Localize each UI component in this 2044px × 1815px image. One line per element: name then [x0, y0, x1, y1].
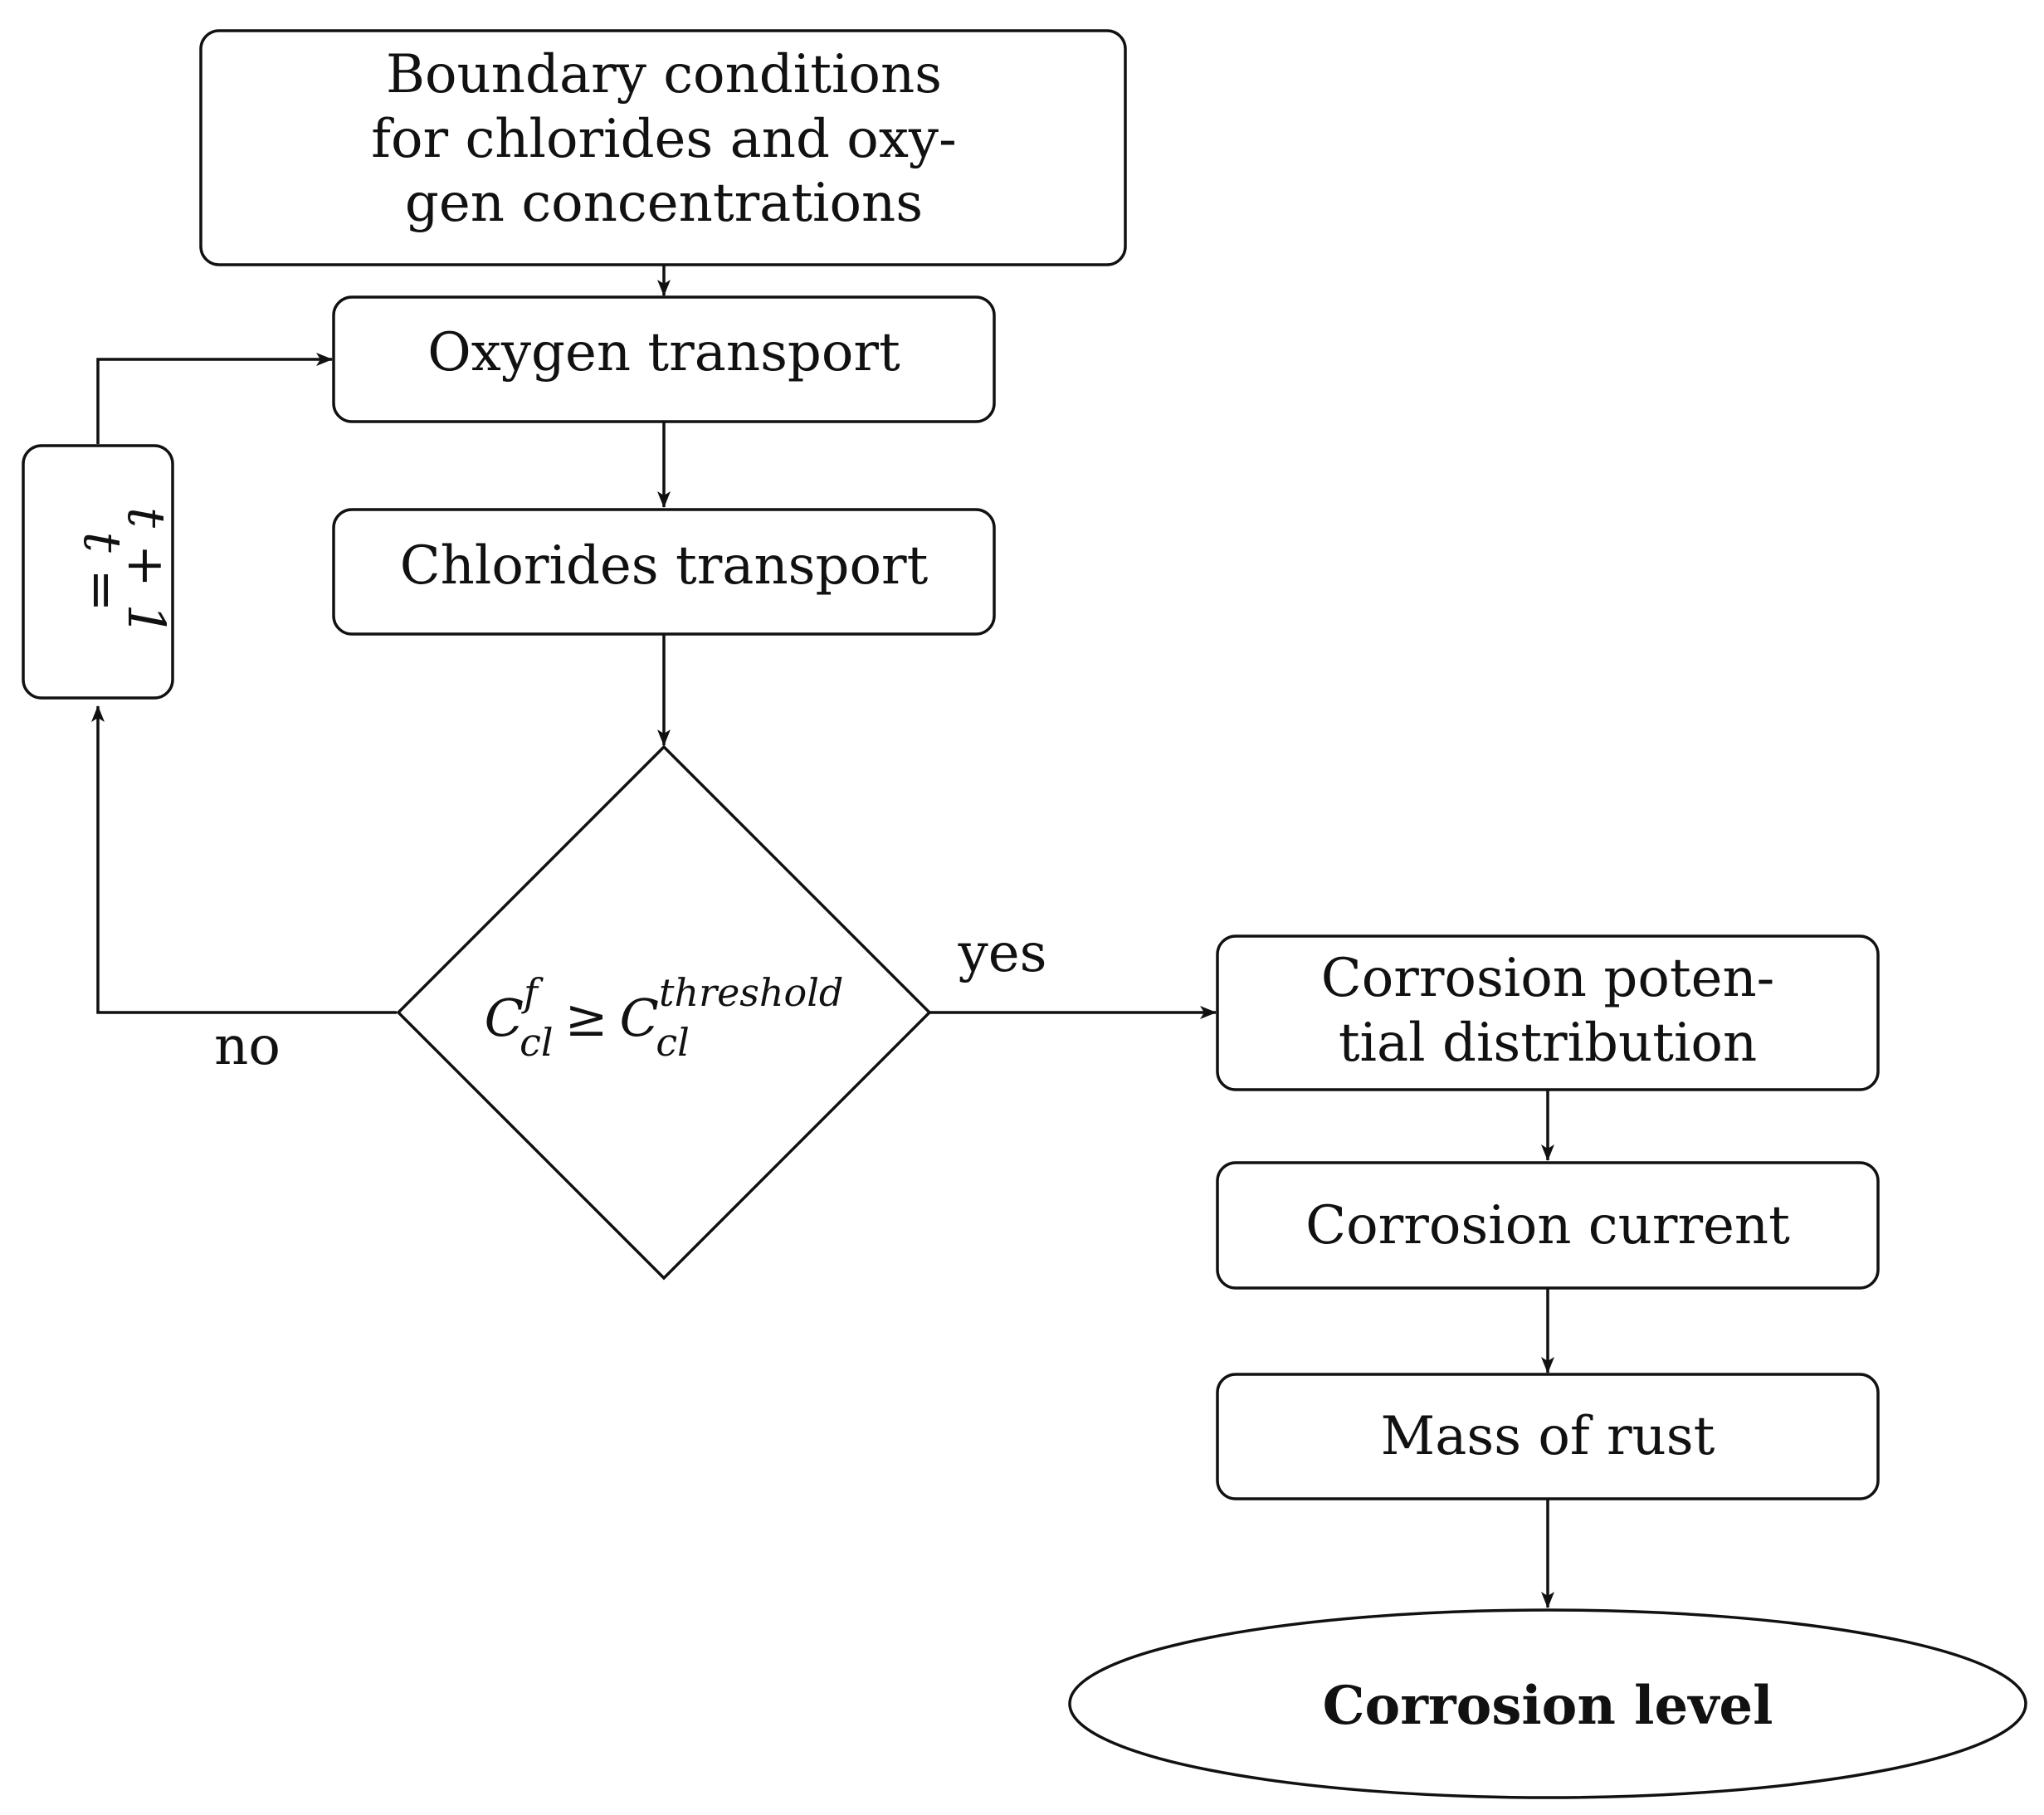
potential-line-1: Corrosion poten- — [1321, 948, 1775, 1009]
edge-label-yes: yes — [958, 923, 1047, 984]
decision-base-right: C — [620, 988, 659, 1048]
node-chlorides-transport: Chlorides transport — [332, 508, 996, 636]
boundary-line-2: for chlorides and oxy- — [371, 109, 956, 170]
edge-decision-no-to-loop — [91, 705, 397, 1014]
decision-sub-left: cl — [520, 1020, 553, 1065]
chlorides-label: Chlorides transport — [400, 535, 929, 597]
edges — [91, 266, 1554, 1608]
boundary-line-1: Boundary conditions — [386, 44, 942, 105]
node-corrosion-current: Corrosion current — [1216, 1161, 1880, 1290]
potential-line-2: tial distribution — [1339, 1012, 1757, 1074]
edge-loop-to-oxygen — [96, 353, 333, 444]
boundary-line-3: gen concentrations — [405, 173, 923, 234]
decision-sub-right: cl — [656, 1020, 689, 1065]
node-boundary-conditions: Boundary conditions for chlorides and ox… — [199, 29, 1127, 266]
edge-label-no: no — [214, 1016, 281, 1077]
node-corrosion-level: Corrosion level — [1068, 1608, 2027, 1799]
current-label: Corrosion current — [1305, 1195, 1790, 1256]
loop-line-2: t + 1 — [116, 507, 177, 637]
decision-sup-right: threshold — [659, 970, 843, 1015]
node-corrosion-potential: Corrosion poten- tial distribution — [1216, 934, 1880, 1091]
node-mass-of-rust: Mass of rust — [1216, 1373, 1880, 1500]
loop-line-1: t = — [72, 532, 133, 612]
level-label: Corrosion level — [1323, 1675, 1773, 1737]
oxygen-label: Oxygen transport — [427, 322, 900, 383]
decision-base-left: C — [485, 988, 524, 1048]
decision-operator: ≥ — [565, 988, 608, 1048]
node-oxygen-transport: Oxygen transport — [332, 295, 996, 423]
node-time-increment: t = t + 1 — [22, 444, 177, 700]
rust-label: Mass of rust — [1381, 1406, 1715, 1467]
